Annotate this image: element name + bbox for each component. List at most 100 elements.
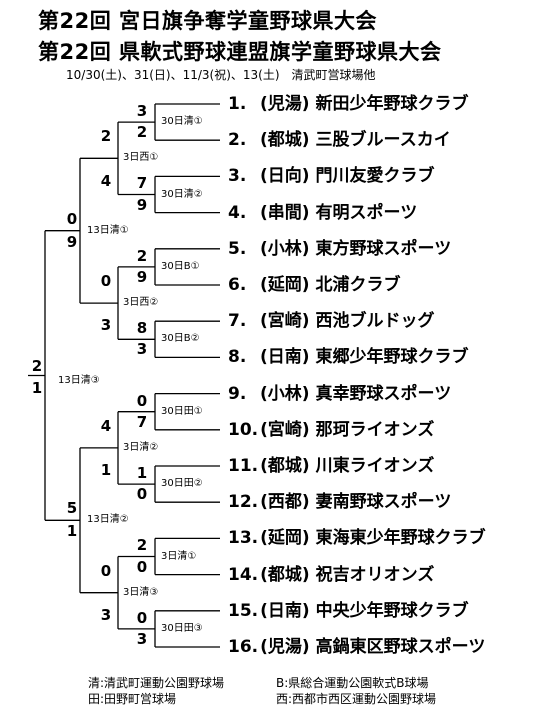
team-name: 祝吉オリオンズ xyxy=(315,564,435,585)
team-entry: 9. (小林)真幸野球スポーツ xyxy=(228,382,451,406)
legend-saito: 西:西都市西区運動公園野球場 xyxy=(276,692,437,706)
team-region: (児湯) xyxy=(260,637,310,657)
team-region: (串間) xyxy=(260,202,310,223)
team-seed-number: 14. xyxy=(228,564,259,585)
team-name: 東海東少年野球クラブ xyxy=(315,528,486,549)
team-entry: 11.(都城)川東ライオンズ xyxy=(228,454,434,478)
round1-score-bottom: 0 xyxy=(136,557,148,576)
team-entry: 10.(宮崎)那珂ライオンズ xyxy=(228,418,434,442)
round2-venue-label: 3日清③ xyxy=(123,586,159,598)
team-region: (西都) xyxy=(260,492,310,513)
team-name: 東方野球スポーツ xyxy=(315,238,452,259)
team-name: 西池ブルドッグ xyxy=(315,311,435,332)
team-seed-number: 2. xyxy=(228,130,247,151)
round1-venue-label: 30日清① xyxy=(161,116,203,128)
round2-venue-label: 3日西① xyxy=(123,152,159,164)
team-entry: 1.(児湯)新田少年野球クラブ xyxy=(228,92,469,116)
team-name: 三股ブルースカイ xyxy=(315,130,451,151)
semifinal-score-top: 5 xyxy=(66,499,78,518)
team-seed-number: 1. xyxy=(228,94,247,114)
legend-b-field: B:県総合運動公園軟式B球場 xyxy=(276,676,429,690)
round1-venue-label: 30日清② xyxy=(161,188,203,200)
team-seed-number: 7. xyxy=(228,311,247,332)
team-region: (日南) xyxy=(260,347,310,368)
team-seed-number: 4. xyxy=(228,202,247,223)
team-entry: 6. (延岡)北浦クラブ xyxy=(228,273,401,297)
team-seed-number: 16. xyxy=(228,637,259,657)
team-region: (日南) xyxy=(260,600,310,621)
round2-score-bottom: 3 xyxy=(100,316,112,335)
round1-score-top: 7 xyxy=(136,174,148,193)
semifinal-score-bottom: 1 xyxy=(66,522,78,541)
semifinal-venue-label: 13日清① xyxy=(87,224,129,236)
round2-venue-label: 3日清② xyxy=(123,441,159,453)
round1-score-bottom: 0 xyxy=(136,485,148,504)
round1-score-bottom: 9 xyxy=(136,195,148,214)
round2-score-bottom: 3 xyxy=(100,605,112,624)
round1-venue-label: 3日清① xyxy=(161,550,197,562)
team-seed-number: 9. xyxy=(228,383,247,404)
round2-score-top: 0 xyxy=(100,561,112,580)
round2-score-top: 0 xyxy=(100,271,112,290)
title-line-2: 第22回 県軟式野球連盟旗学童野球県大会 xyxy=(38,40,442,64)
round1-venue-label: 30日田② xyxy=(161,478,203,490)
team-entry: 13.(延岡)東海東少年野球クラブ xyxy=(228,526,486,550)
team-name: 高鍋東区野球スポーツ xyxy=(315,637,486,657)
final-score-top: 2 xyxy=(31,356,43,375)
team-name: 真幸野球スポーツ xyxy=(315,383,452,404)
team-seed-number: 10. xyxy=(228,419,259,440)
team-name: 有明スポーツ xyxy=(315,202,418,223)
team-entry: 4. (串間)有明スポーツ xyxy=(228,201,417,225)
round1-score-top: 0 xyxy=(136,608,148,627)
semifinal-score-bottom: 9 xyxy=(66,232,78,251)
team-region: (都城) xyxy=(260,564,310,585)
team-entry: 14.(都城)祝吉オリオンズ xyxy=(228,563,434,587)
team-entry: 8. (日南)東郷少年野球クラブ xyxy=(228,345,469,369)
round2-venue-label: 3日西② xyxy=(123,297,159,309)
title-line-1: 第22回 宮日旗争奪学童野球県大会 xyxy=(38,9,378,33)
team-region: (宮崎) xyxy=(260,419,310,440)
team-name: 門川友愛クラブ xyxy=(315,166,435,187)
team-entry: 15.(日南)中央少年野球クラブ xyxy=(228,599,469,623)
team-entry: 12.(西都)妻南野球スポーツ xyxy=(228,490,451,514)
team-name: 那珂ライオンズ xyxy=(315,419,435,440)
legend-tano: 田:田野町営球場 xyxy=(88,692,177,706)
semifinal-venue-label: 13日清② xyxy=(87,514,129,526)
team-region: (小林) xyxy=(260,383,310,404)
round1-score-top: 1 xyxy=(136,464,148,482)
team-name: 東郷少年野球クラブ xyxy=(315,347,469,368)
round1-score-top: 3 xyxy=(136,102,148,120)
round1-score-top: 8 xyxy=(136,319,148,338)
team-region: (小林) xyxy=(260,238,310,259)
team-entry: 5.(小林)東方野球スポーツ xyxy=(228,237,451,261)
team-entry: 16.(児湯)高鍋東区野球スポーツ xyxy=(228,635,485,659)
round1-venue-label: 30日B② xyxy=(161,333,200,345)
team-seed-number: 11. xyxy=(228,456,259,476)
round1-venue-label: 30日田③ xyxy=(161,622,203,634)
round1-venue-label: 30日B① xyxy=(161,260,200,272)
team-seed-number: 8. xyxy=(228,347,247,368)
semifinal-score-top: 0 xyxy=(66,209,78,228)
team-name: 川東ライオンズ xyxy=(315,456,435,476)
team-seed-number: 3. xyxy=(228,166,247,187)
tournament-dates: 10/30(土)、31(日)、11/3(祝)、13(土) 清武町営球場他 xyxy=(66,68,376,82)
round1-score-bottom: 2 xyxy=(136,123,148,142)
team-region: (延岡) xyxy=(260,275,310,295)
final-score-bottom: 1 xyxy=(31,378,43,397)
team-seed-number: 15. xyxy=(228,600,259,621)
team-region: (都城) xyxy=(260,456,310,476)
team-region: (児湯) xyxy=(260,94,310,114)
final-venue-label: 13日清③ xyxy=(58,374,100,386)
team-entry: 7.(宮崎)西池ブルドッグ xyxy=(228,309,435,333)
round1-score-bottom: 3 xyxy=(136,630,148,648)
round1-score-bottom: 7 xyxy=(136,412,148,431)
round2-score-top: 2 xyxy=(100,127,112,146)
team-name: 中央少年野球クラブ xyxy=(315,600,469,621)
round2-score-top: 4 xyxy=(100,416,112,435)
round1-score-top: 0 xyxy=(136,391,148,410)
round1-score-bottom: 3 xyxy=(136,340,148,359)
team-region: (都城) xyxy=(260,130,310,151)
team-name: 北浦クラブ xyxy=(315,275,401,295)
team-seed-number: 6. xyxy=(228,275,247,295)
